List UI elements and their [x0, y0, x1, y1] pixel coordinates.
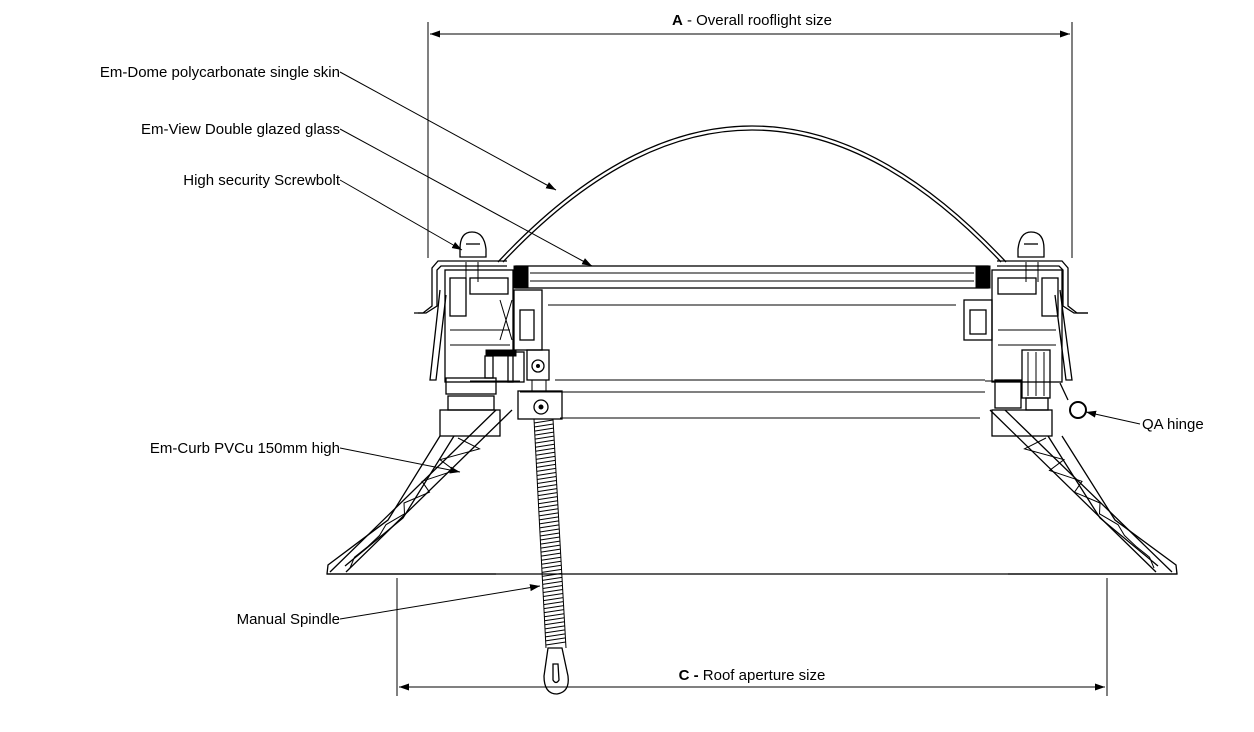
upstand-flange-right	[997, 260, 1088, 314]
frame-profile-left	[429, 269, 550, 411]
double-glazed-glass	[513, 265, 991, 289]
curb-right	[989, 409, 1178, 575]
spindle-thread	[533, 419, 566, 646]
callout-labels: Em-Dome polycarbonate single skin Em-Vie…	[100, 64, 1204, 628]
dimension-c: C - Roof aperture size	[396, 578, 1108, 696]
curb-hatch-right	[1023, 437, 1155, 569]
leader-lines	[339, 71, 1141, 620]
label-spindle: Manual Spindle	[237, 611, 340, 628]
qa-hinge	[1059, 382, 1087, 419]
leader-curb	[339, 447, 461, 474]
inner-opening	[520, 304, 985, 419]
frame-profile-right	[963, 269, 1073, 411]
manual-spindle	[533, 418, 569, 695]
curb-left	[326, 409, 513, 575]
leader-screwbolt	[339, 179, 463, 251]
dimension-a: A - Overall rooflight size	[427, 12, 1073, 258]
label-screwbolt: High security Screwbolt	[183, 172, 341, 189]
spindle-bracket	[517, 379, 563, 420]
dimension-a-label: A - Overall rooflight size	[672, 12, 832, 29]
label-curb: Em-Curb PVCu 150mm high	[150, 440, 340, 457]
dimension-c-label: C - Roof aperture size	[679, 667, 826, 684]
upstand-flange-left	[414, 260, 507, 314]
screwbolt-left	[459, 231, 487, 282]
curb-hatch-left	[349, 437, 481, 569]
dome	[497, 125, 1007, 263]
label-hinge: QA hinge	[1142, 416, 1204, 433]
leader-spindle	[339, 584, 541, 620]
screwbolt-right	[1017, 231, 1045, 282]
leader-hinge	[1085, 410, 1141, 425]
leader-glass	[339, 128, 593, 267]
label-dome: Em-Dome polycarbonate single skin	[100, 64, 340, 81]
leader-dome	[339, 71, 557, 191]
label-glass: Em-View Double glazed glass	[141, 121, 340, 138]
